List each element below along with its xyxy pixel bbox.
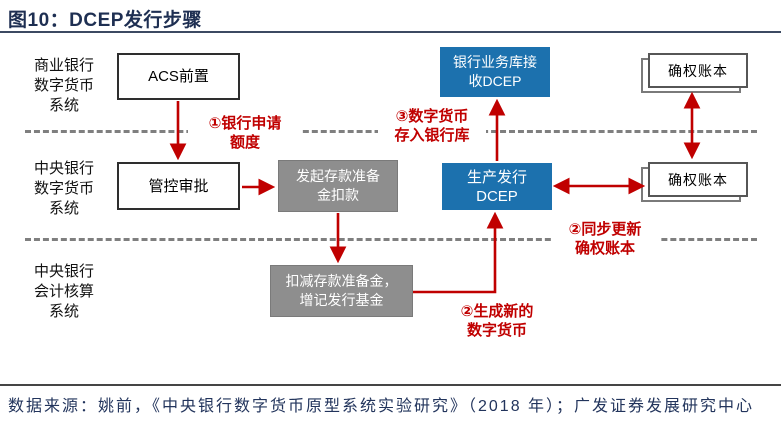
- node-initiate-reserve-deduction: 发起存款准备 金扣款: [278, 160, 398, 212]
- title-divider: [0, 31, 781, 33]
- annotation-step3-deposit-to-vault: ③数字货币 存入银行库: [378, 107, 486, 145]
- node-control-approval: 管控审批: [117, 162, 240, 210]
- node-deduct-reserve-record-fund: 扣减存款准备金， 增记发行基金: [270, 265, 413, 317]
- footer-source: 数据来源：姚前，《中央银行数字货币原型系统实验研究》（2018 年）；广发证券发…: [8, 398, 755, 415]
- annotation-step2-generate-currency: ②生成新的 数字货币: [443, 302, 551, 340]
- annotation-step1-bank-apply-quota: ①银行申请 额度: [188, 114, 302, 152]
- node-acs-frontend: ACS前置: [117, 53, 240, 100]
- annotation-step2-sync-ledger: ②同步更新 确权账本: [551, 220, 659, 258]
- footer-divider: [0, 384, 781, 386]
- figure-title: 图10：DCEP发行步骤: [8, 10, 202, 31]
- lane-label-central-bank-accounting-system: 中央银行 会计核算 系统: [33, 263, 94, 320]
- node-bank-vault-receive-dcep: 银行业务库接 收DCEP: [440, 47, 550, 97]
- lane-divider-2: [25, 238, 757, 241]
- confirmation-ledger-label: 确权账本: [648, 53, 748, 88]
- node-produce-issue-dcep: 生产发行 DCEP: [442, 163, 552, 210]
- node-confirmation-ledger-top: 确权账本: [641, 53, 748, 93]
- arrow-deduct-reserve-to-produce-issue: [413, 211, 504, 294]
- node-confirmation-ledger-mid: 确权账本: [641, 162, 748, 202]
- lane-label-central-bank-dc-system: 中央银行 数字货币 系统: [33, 160, 94, 217]
- confirmation-ledger-label: 确权账本: [648, 162, 748, 197]
- lane-label-commercial-bank-dc-system: 商业银行 数字货币 系统: [33, 57, 94, 114]
